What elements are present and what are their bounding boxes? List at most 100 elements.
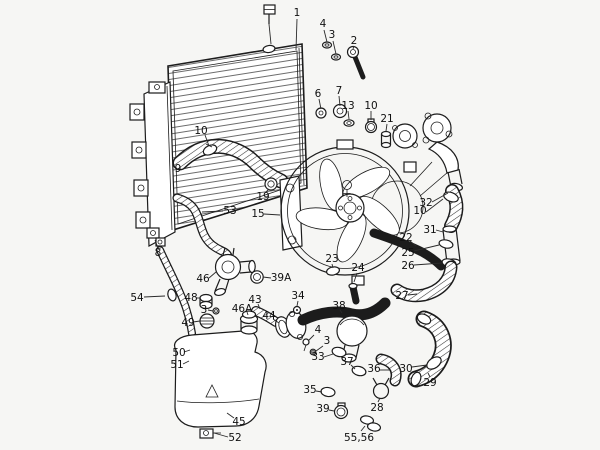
hose-29 [407,310,452,388]
shroud-tab [351,275,365,286]
fan-alignment-mark [342,180,352,197]
part-label-4: 4 [320,18,327,30]
part-label-3: 3 [329,29,336,41]
radiator-filler-neck [262,44,276,54]
part-label-45: 45 [232,416,245,428]
leader-line-13 [347,110,350,120]
clamp-30 [426,356,442,370]
hose-clamp-10-top [364,118,378,134]
part-label-10: 10 [413,205,426,217]
leader-line-54 [143,295,166,298]
leader-line-45 [226,412,235,419]
part-label-23: 23 [325,253,338,265]
leader-line-25 [413,244,440,252]
leader-line-46A [246,311,249,316]
leader-line-39 [328,409,335,412]
leader-line-4 [307,334,315,342]
part-label-38: 38 [332,300,345,312]
part-label-37: 37 [340,356,353,368]
part-label-50: 50 [172,347,185,359]
leader-line-46 [208,271,217,279]
leader-line-6 [318,98,322,110]
radiator-mounting-tab [133,179,149,197]
hose-clamp-54 [167,288,177,302]
clamp-39 [333,402,349,420]
leader-line-51 [182,360,190,365]
leader-line-37 [350,364,356,370]
part-label-26: 26 [401,260,415,272]
shroud-tab [336,139,354,150]
leader-line-24 [353,272,358,283]
radiator-core-inner-frame [172,50,302,225]
leader-line-3 [207,309,214,312]
part-label-48: 48 [184,292,197,304]
elbow-hose-27 [390,260,458,303]
shroud-mounting-hardware [315,103,392,149]
radiator-tank-seam [166,85,173,231]
part-label-21: 21 [380,113,393,125]
hose-stub-43 [251,306,281,327]
leader-line-3 [332,40,337,55]
cover-49 [199,313,215,329]
part-label-3: 3 [324,335,331,347]
part-label-46: 46 [196,273,210,285]
leader-line-22 [409,240,417,247]
leader-line-27 [407,293,418,296]
part-label-6: 6 [315,88,322,100]
radiator-mounting-tab [135,211,151,229]
bolt-4-lower [302,338,310,352]
nipple-24 [348,282,360,305]
part-label-31: 31 [423,224,436,236]
leader-line-15 [263,213,281,216]
oring-19-inner [267,180,275,188]
oring-19 [264,177,278,191]
part-label-8: 8 [155,247,162,259]
part-label-35: 35 [303,384,316,396]
leader-line-52 [213,432,229,438]
leader-line-33 [323,353,334,358]
leader-line-29 [427,372,431,378]
pump-housing [336,315,368,363]
radiator-mounting-tab [131,141,147,159]
part-label-19: 19 [256,191,269,203]
part-label-9: 9 [175,163,182,175]
part-label-39: 39 [316,403,329,415]
washer-13 [343,119,355,127]
part-label-25: 25 [401,247,414,259]
leader-line-53 [201,210,224,213]
leader-line-9 [182,166,192,170]
leader-line-44 [272,318,280,324]
leader-line-38 [339,309,343,314]
spacer-21 [380,130,392,149]
part-label-13: 13 [341,100,354,112]
clamp-23 [325,266,341,276]
leader-line-55,56 [360,425,366,432]
leader-line-30 [411,364,428,368]
part-label-30: 30 [399,363,412,375]
radiator-mounting-tab [129,103,145,121]
part-label-1: 1 [294,7,301,19]
bracket-52 [199,428,221,439]
part-label-43: 43 [248,294,261,306]
part-label-44: 44 [262,310,276,322]
part-label-27: 27 [395,290,408,302]
clamps-55-56 [359,415,382,432]
leader-line-50 [183,349,191,353]
radiator-mounting-hardware [321,41,366,80]
clamp-37 [351,365,367,377]
leader-line-31 [435,229,444,233]
part-label-22: 22 [399,232,412,244]
leader-line-10 [425,198,444,213]
part-label-10: 10 [364,100,377,112]
grommet-6 [315,107,327,119]
part-label-32: 32 [419,197,432,209]
oring-39A [250,270,264,284]
part-label-10: 10 [194,125,207,137]
clamp-25 [438,239,454,249]
part-label-53: 53 [223,205,236,217]
level-mark [205,384,219,398]
flange-ring [422,113,452,143]
leader-line-7 [338,95,341,107]
water-pipe-38 [297,297,391,326]
elbow-hose-36 [375,353,402,387]
